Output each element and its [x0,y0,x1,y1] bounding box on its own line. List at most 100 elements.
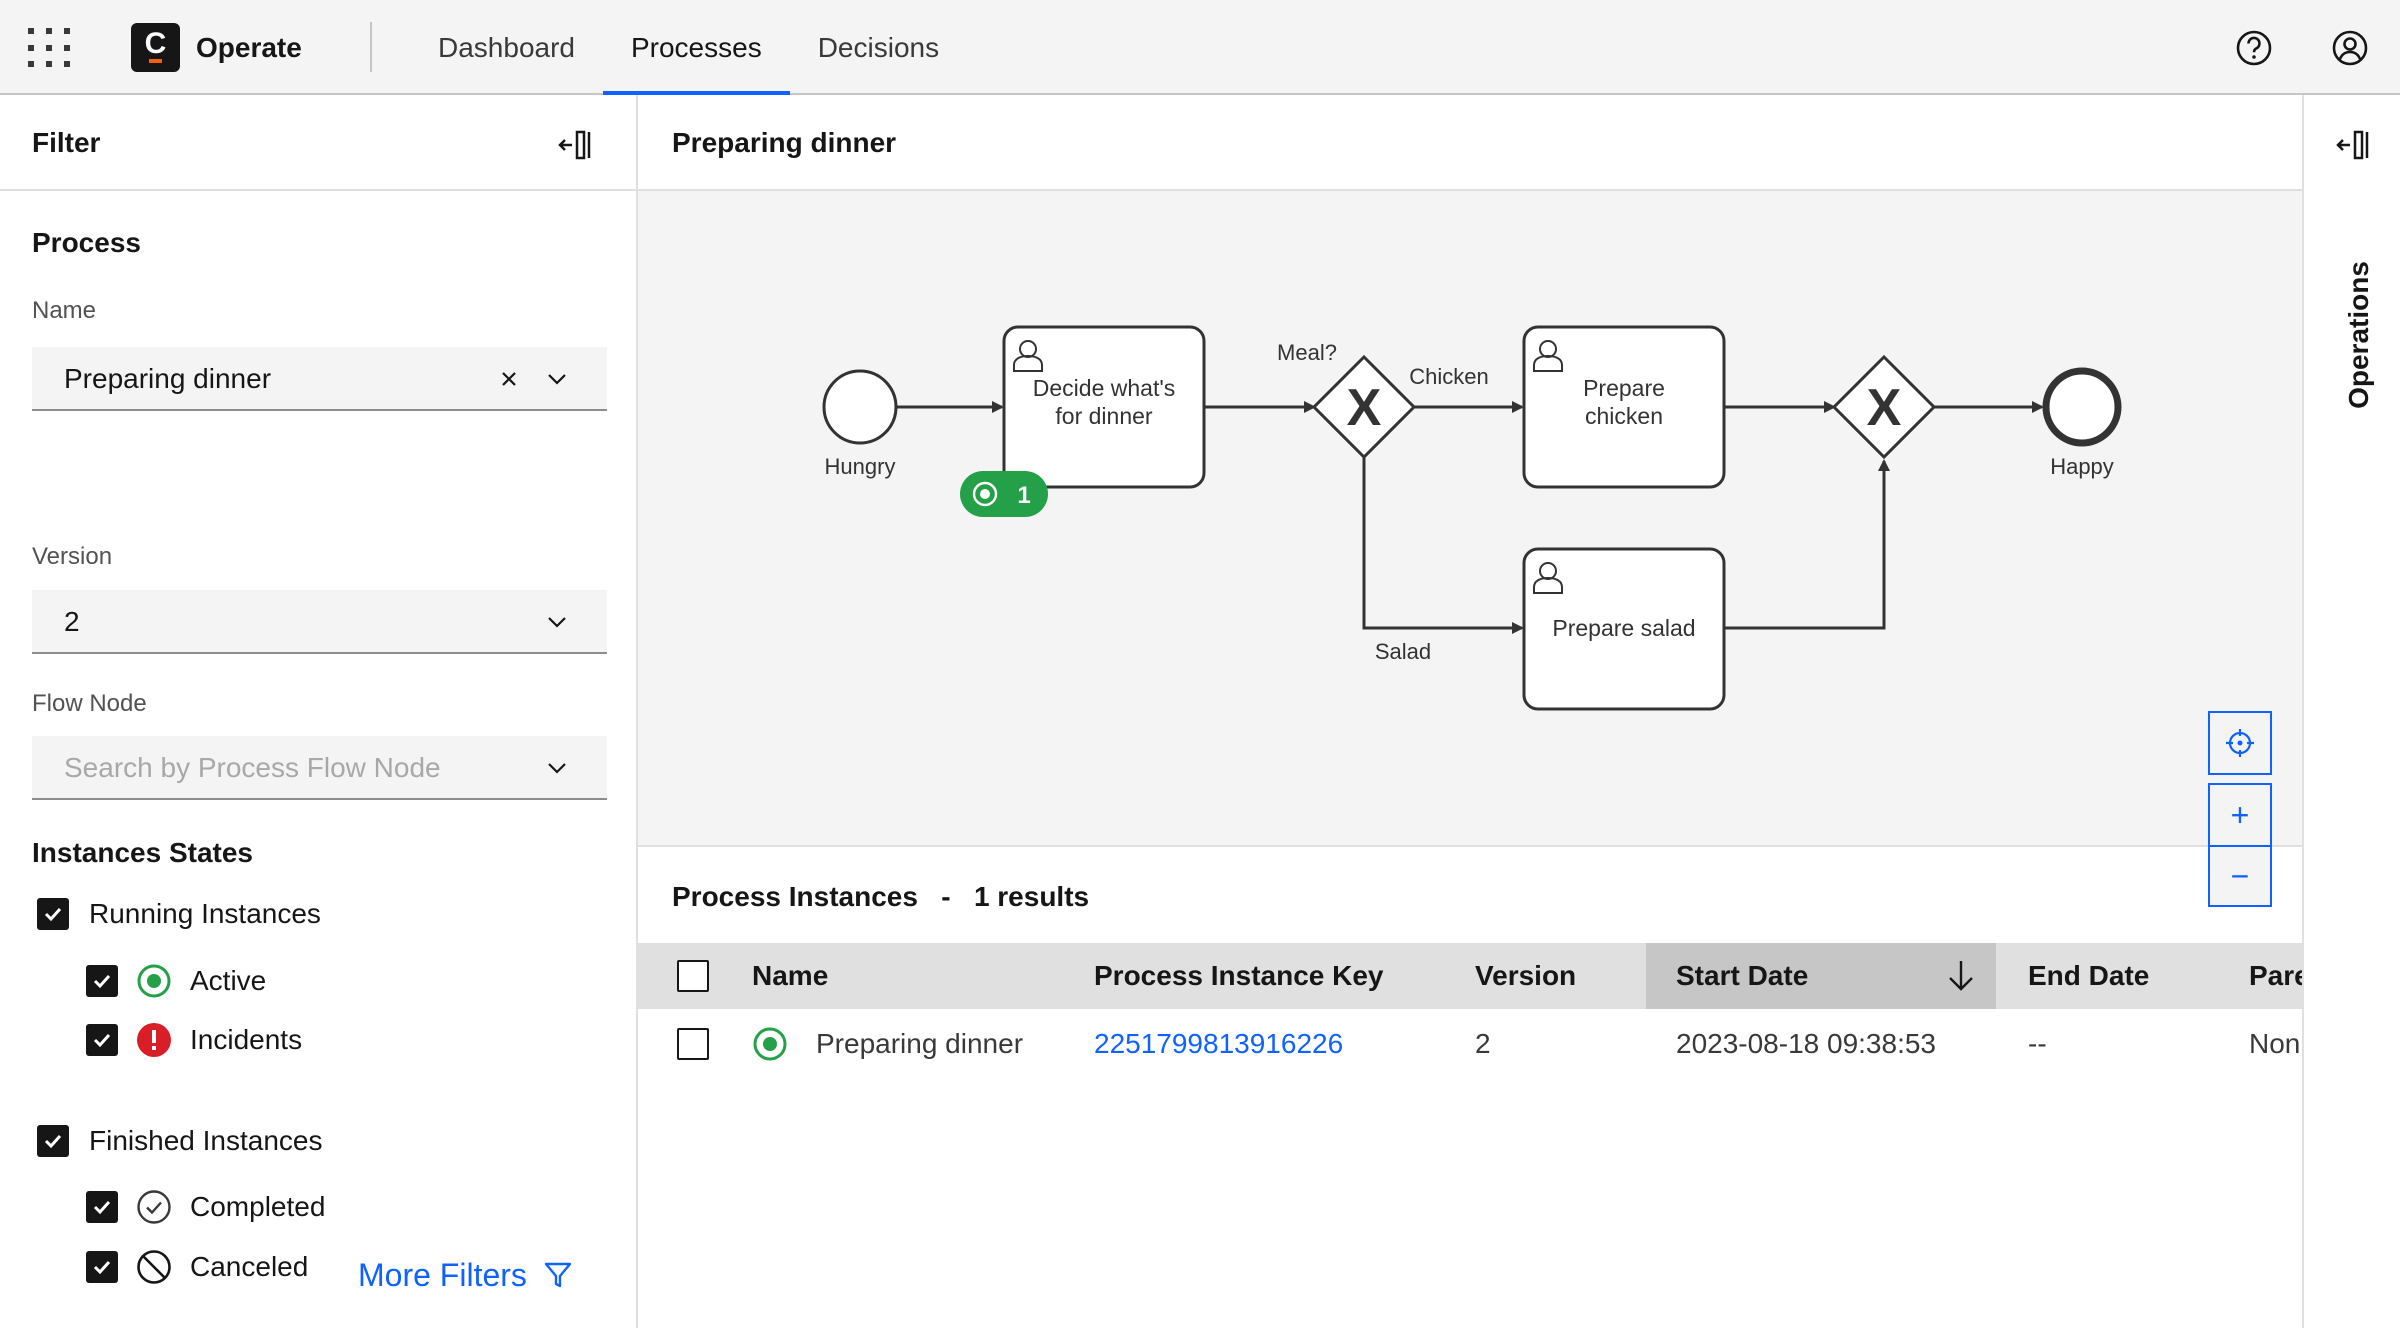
incidents-checkbox[interactable] [86,1024,118,1056]
app-switcher-icon[interactable] [26,26,70,70]
column-version[interactable]: Version [1475,960,1577,991]
active-label: Active [190,965,267,996]
chevron-down-icon [548,374,566,385]
column-start-date[interactable]: Start Date [1646,943,1996,1009]
filter-panel-header: Filter [0,95,636,191]
chevron-down-icon [548,763,566,774]
process-title: Preparing dinner [672,127,897,158]
chevron-down-icon [548,617,566,628]
help-icon[interactable] [2232,26,2276,70]
row-instance-key-link[interactable]: 2251799813916226 [1094,1028,1344,1059]
process-section-title: Process [32,227,141,258]
instances-table-header: Name Process Instance Key Version Start … [638,943,2302,1009]
nav-dashboard[interactable]: Dashboard [438,32,575,63]
operations-label: Operations [2343,261,2374,409]
task-prepare-chicken[interactable]: Prepare chicken [1522,325,1726,489]
row-end-date: -- [2028,1028,2047,1059]
app-name[interactable]: Operate [196,32,302,63]
running-instances-checkbox[interactable] [37,898,69,930]
name-label: Name [32,297,97,324]
finished-instances-label: Finished Instances [89,1125,323,1156]
filter-panel: Filter Process Name Preparing dinner Ver… [0,95,638,1328]
active-badge-count: 1 [1017,482,1030,509]
completed-checkbox[interactable] [86,1191,118,1223]
exclusive-gateway-join[interactable]: X [1831,354,1937,460]
main-content: Preparing dinner Hungry [638,95,2302,1328]
operations-panel: Operations [2302,95,2400,1328]
nav-processes[interactable]: Processes [602,0,790,97]
expand-operations-icon[interactable] [2334,125,2374,165]
more-filters-label: More Filters [358,1257,527,1293]
start-event-hungry[interactable] [822,369,898,445]
instances-header: Process Instances - 1 results [672,879,1089,915]
collapse-left-icon[interactable] [556,125,596,165]
zoom-out-button[interactable]: − [2208,845,2272,907]
main-nav: Dashboard Processes Decisions [410,0,967,97]
active-state-icon [137,964,171,998]
zoom-in-icon: + [2230,797,2250,833]
incidents-option[interactable]: Incidents [86,1020,302,1060]
clear-icon[interactable] [497,367,521,391]
filter-title: Filter [32,127,101,158]
sort-descending-icon [1949,961,1973,991]
active-option[interactable]: Active [86,961,266,1001]
instances-separator: - [941,881,951,912]
column-name[interactable]: Name [752,960,829,991]
running-instances-option[interactable]: Running Instances [37,894,321,934]
flow-label-salad: Salad [1375,639,1431,664]
crosshair-icon [2226,729,2254,757]
user-profile-icon[interactable] [2328,26,2372,70]
task-decide-label-1: Decide what's [1033,375,1175,401]
gateway-x-symbol: X [1867,379,1902,437]
task-chicken-label-1: Prepare [1583,375,1665,401]
row-checkbox[interactable] [677,1028,709,1060]
end-event-label: Happy [2050,454,2114,479]
bpmn-canvas: Hungry Decide what's for dinner 1 [822,325,2122,711]
active-checkbox[interactable] [86,965,118,997]
nav-decisions[interactable]: Decisions [817,32,940,63]
reset-diagram-button[interactable] [2208,711,2272,775]
active-state-icon [753,1027,787,1061]
zoom-in-button[interactable]: + [2208,783,2272,847]
gateway-x-symbol: X [1347,379,1382,437]
version-select[interactable]: 2 [32,590,607,654]
user-task-icon [1533,562,1563,594]
process-name-select[interactable]: Preparing dinner [32,347,607,411]
version-value: 2 [64,606,80,637]
finished-instances-checkbox[interactable] [37,1125,69,1157]
end-event-happy[interactable] [2042,367,2122,447]
camunda-logo: C [131,23,180,72]
column-instance-key[interactable]: Process Instance Key [1094,960,1384,991]
user-task-icon [1013,340,1043,372]
flow-node-placeholder: Search by Process Flow Node [64,752,441,783]
active-instances-badge[interactable]: 1 [960,471,1048,517]
task-prepare-salad[interactable]: Prepare salad [1522,547,1726,711]
operations-tab[interactable]: Operations [2318,235,2398,435]
completed-option[interactable]: Completed [86,1187,325,1227]
exclusive-gateway-meal[interactable]: X [1311,354,1417,460]
instances-count: 1 results [973,881,1090,912]
column-parent[interactable]: Pare [2249,960,2302,991]
more-filters-button[interactable]: More Filters [358,1255,573,1295]
canceled-checkbox[interactable] [86,1251,118,1283]
process-header: Preparing dinner [638,95,2302,191]
canceled-option[interactable]: Canceled [86,1247,308,1287]
flow-label-chicken: Chicken [1409,364,1488,389]
process-name-value: Preparing dinner [64,363,272,394]
zoom-out-icon: − [2230,858,2250,894]
gateway-label: Meal? [1277,340,1337,365]
task-decide-dinner[interactable]: Decide what's for dinner [1002,325,1206,489]
running-instances-label: Running Instances [89,898,321,929]
column-end-date[interactable]: End Date [2028,960,2150,991]
finished-instances-option[interactable]: Finished Instances [37,1121,322,1161]
task-chicken-label-2: chicken [1585,403,1663,429]
table-row[interactable]: Preparing dinner 2251799813916226 2 2023… [638,1009,2302,1079]
bpmn-diagram[interactable]: Hungry Decide what's for dinner 1 [638,191,2302,907]
user-task-icon [1533,340,1563,372]
task-decide-label-2: for dinner [1055,403,1153,429]
start-event-label: Hungry [825,454,896,479]
flow-node-select[interactable]: Search by Process Flow Node [32,736,607,800]
select-all-checkbox[interactable] [677,960,709,992]
row-version: 2 [1475,1028,1491,1059]
instances-title: Process Instances [672,881,918,912]
